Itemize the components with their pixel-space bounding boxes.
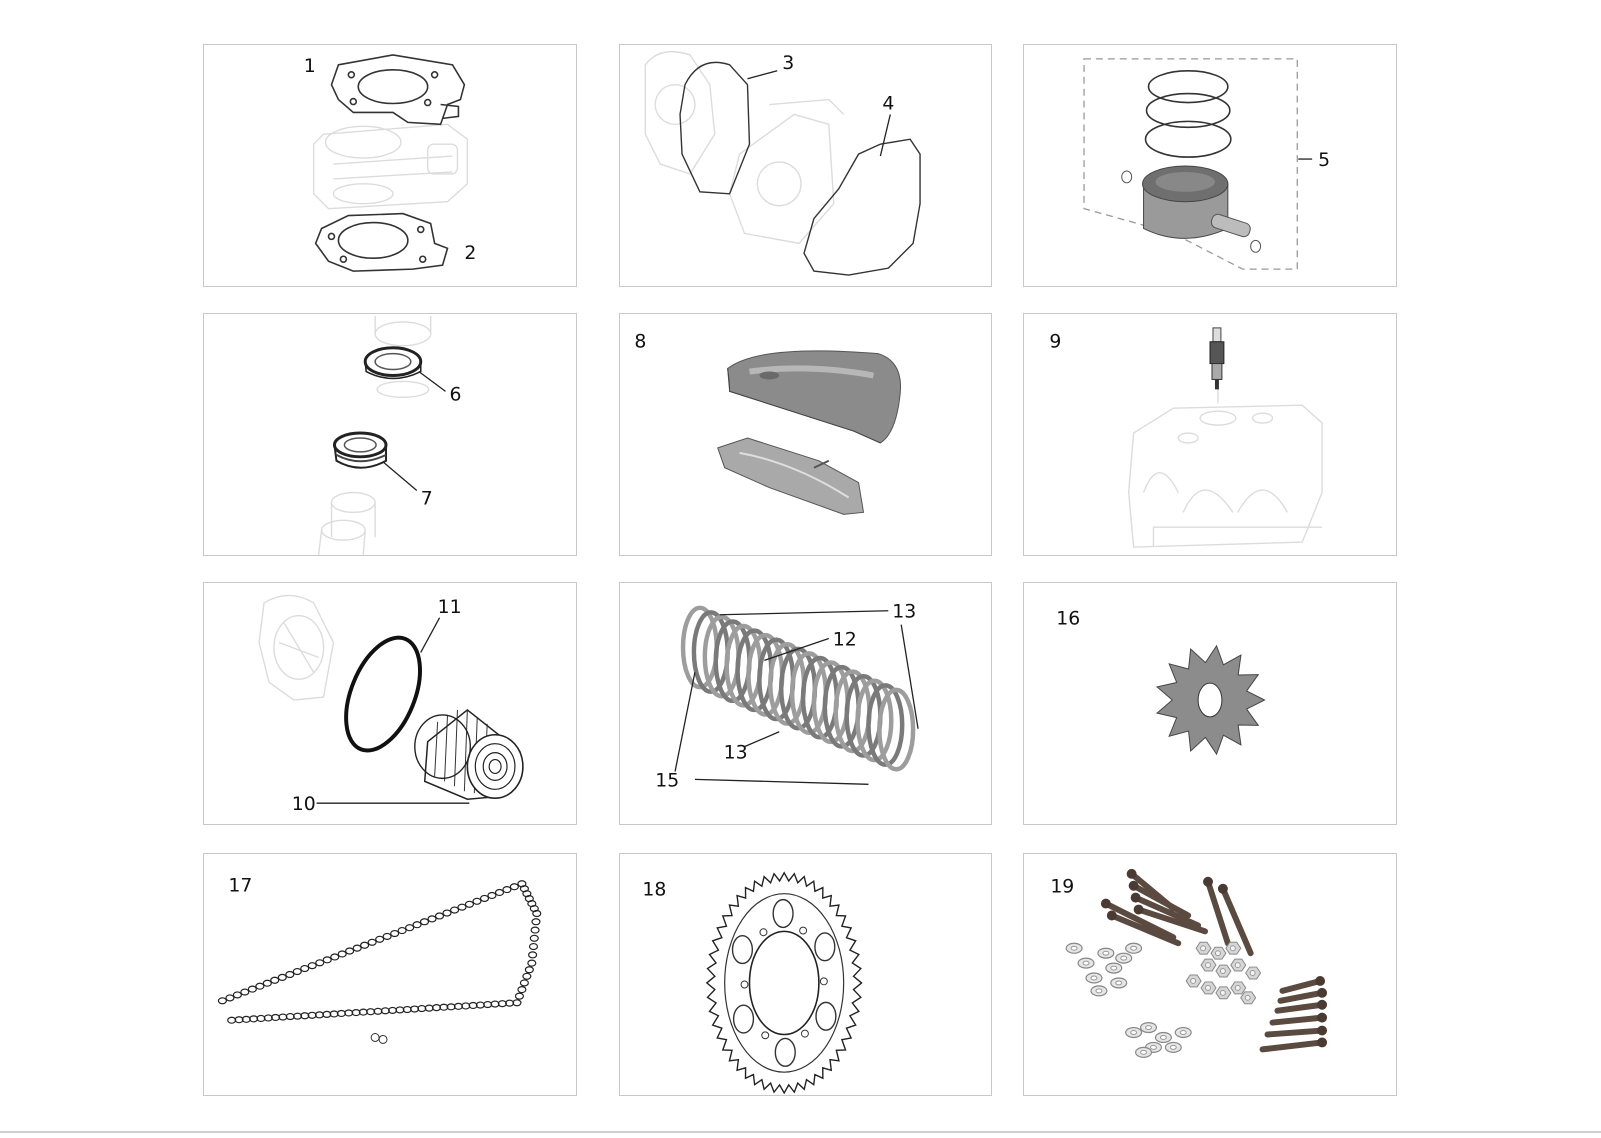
piston-ring-icon [1144,69,1232,158]
callout-6: 6 [450,384,462,405]
rear-sprocket-icon [705,871,863,1095]
panel-gaskets-3-4: 3 4 [619,44,992,287]
chain-diagram: 17 [217,876,542,1044]
callout-3: 3 [782,53,794,74]
callout-19: 19 [1050,877,1074,898]
panel-front-sprocket-16: 16 [1023,582,1397,825]
clutch-cover-gasket-icon [679,61,751,195]
o-ring-icon [344,635,422,753]
oil-filter-icon [414,708,524,800]
panel-piston-5: 5 [1023,44,1397,287]
callout-10: 10 [292,794,316,815]
page-bottom-rule [0,1131,1601,1133]
panel-chain-17: 17 [203,853,577,1096]
oil-seal-diagram: 6 7 [317,315,462,555]
callout-2: 2 [464,243,476,264]
callout-9: 9 [1049,332,1061,353]
callout-1: 1 [304,56,316,77]
callout-7: 7 [421,488,433,509]
master-link-icon [370,1033,388,1044]
crankshaft-seal-icon [363,346,423,380]
rear-sprocket-diagram: 18 [642,871,863,1095]
callout-13-top: 13 [892,602,916,623]
front-sprocket-diagram: 16 [1056,609,1266,756]
panel-gaskets-1-2: 1 2 [203,44,577,287]
callout-11: 11 [438,597,462,618]
chain-icon [217,880,542,1024]
panel-seals-6-7: 6 7 [203,313,577,556]
callout-4: 4 [882,93,894,114]
panel-oil-filter-10-11: 11 10 [203,582,577,825]
air-filter-diagram: 8 [634,332,902,515]
air-filter-icon [717,350,902,515]
callout-13-bottom: 13 [724,743,748,764]
countershaft-seal-icon [332,431,388,469]
hardware-kit-icon [1065,868,1328,1058]
callout-16: 16 [1056,609,1080,630]
callout-5: 5 [1318,150,1330,171]
callout-17: 17 [228,876,252,897]
callout-18: 18 [642,880,666,901]
cover-gasket-diagram: 3 4 [644,50,921,276]
callout-12: 12 [833,629,857,650]
head-gasket-icon [330,54,466,126]
oil-filter-diagram: 11 10 [258,594,524,815]
cylinder-gasket-diagram: 1 2 [304,54,476,272]
spark-plug-diagram: 9 [1049,327,1323,548]
panel-hardware-19: 19 [1023,853,1397,1096]
panel-clutch-12-15: 13 12 13 15 [619,582,992,825]
panel-air-filter-8: 8 [619,313,992,556]
callout-15: 15 [655,770,679,791]
clutch-plates-icon [680,605,916,772]
panel-rear-sprocket-18: 18 [619,853,992,1096]
clutch-plate-diagram: 13 12 13 15 [655,602,919,791]
piston-icon [1121,165,1262,253]
panel-spark-plug-9: 9 [1023,313,1397,556]
ignition-cover-gasket-icon [803,138,921,276]
callout-8: 8 [634,332,646,353]
front-sprocket-icon [1155,644,1266,756]
base-gasket-icon [314,212,449,272]
spark-plug-icon [1209,327,1225,390]
piston-kit-diagram: 5 [1083,58,1330,270]
hardware-kit-diagram: 19 [1050,868,1328,1058]
